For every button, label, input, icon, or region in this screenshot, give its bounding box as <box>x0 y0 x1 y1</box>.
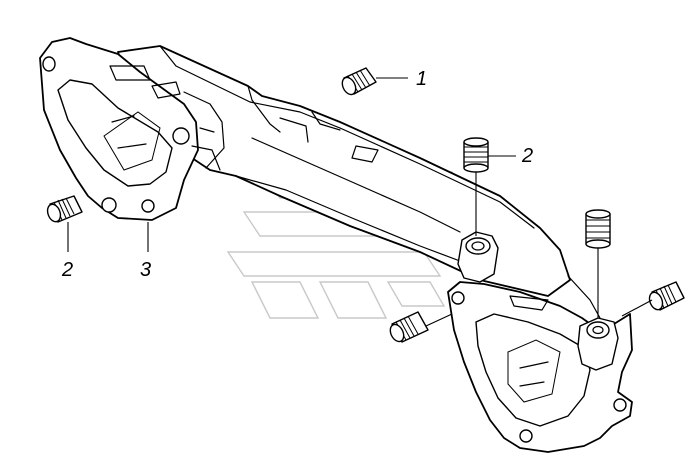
threaded-plug-left <box>46 195 83 223</box>
threaded-plug-right-vertical <box>585 209 611 249</box>
threaded-plug-top <box>341 67 377 96</box>
bolt-hole <box>172 127 190 145</box>
callout-3: 3 <box>140 259 151 281</box>
manifold-body <box>39 37 633 453</box>
bolt-hole <box>613 398 627 412</box>
callout-2-middle: 2 <box>521 145 533 167</box>
callout-1: 1 <box>416 68 427 90</box>
threaded-plug-lower <box>389 311 429 343</box>
bolt-hole <box>42 56 56 72</box>
threaded-plug-middle <box>463 137 489 173</box>
bolt-hole <box>519 429 533 443</box>
bolt-hole <box>451 291 465 305</box>
leader-lines <box>67 77 653 327</box>
boss-hole <box>586 321 610 339</box>
threaded-plug-right <box>648 281 685 311</box>
callout-2-left: 2 <box>61 259 73 281</box>
boss-hole <box>465 237 491 255</box>
bolt-hole <box>101 197 117 213</box>
bolt-hole <box>141 199 155 213</box>
